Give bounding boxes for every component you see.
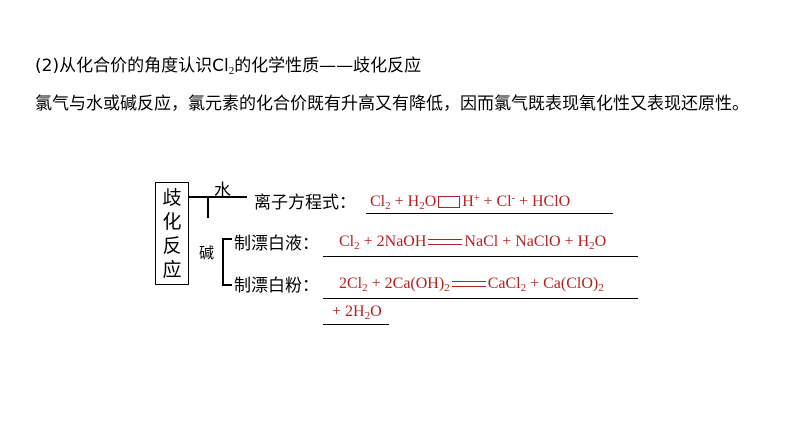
bleach-powder-label: 制漂白粉：	[234, 276, 319, 296]
section-heading: (2)从化合价的角度认识Cl2的化学性质——歧化反应	[35, 56, 422, 77]
branch-base-label: 碱	[199, 244, 215, 262]
connector-top-vertical	[207, 196, 209, 218]
connector-base-vertical	[222, 238, 224, 284]
branch-water-label: 水	[214, 181, 231, 201]
equation-bleach-powder-continued: + 2H2O	[332, 303, 382, 322]
connector-base-top	[222, 238, 232, 240]
answer-underline-4	[323, 324, 389, 325]
box-char: 应	[162, 258, 182, 281]
bleach-liquid-label: 制漂白液：	[234, 234, 319, 254]
connector-base-bottom	[222, 284, 232, 286]
equals-sign-icon	[428, 239, 463, 246]
ionic-equation-label: 离子方程式：	[254, 193, 356, 213]
intro-paragraph: 氯气与水或碱反应，氯元素的化合价既有升高又有降低，因而氯气既表现氧化性又表现还原…	[35, 94, 749, 114]
box-char: 化	[162, 210, 182, 233]
box-char: 歧	[162, 186, 182, 209]
answer-underline-1	[366, 213, 613, 214]
answer-underline-2	[323, 256, 638, 257]
equals-sign-icon	[451, 281, 486, 288]
answer-underline-3	[323, 298, 638, 299]
connector-water-line	[207, 196, 247, 198]
reversible-arrow-icon	[438, 196, 461, 209]
disproportionation-box: 歧 化 反 应	[155, 182, 189, 285]
box-char: 反	[162, 234, 182, 257]
connector-top-horizontal	[189, 196, 207, 198]
